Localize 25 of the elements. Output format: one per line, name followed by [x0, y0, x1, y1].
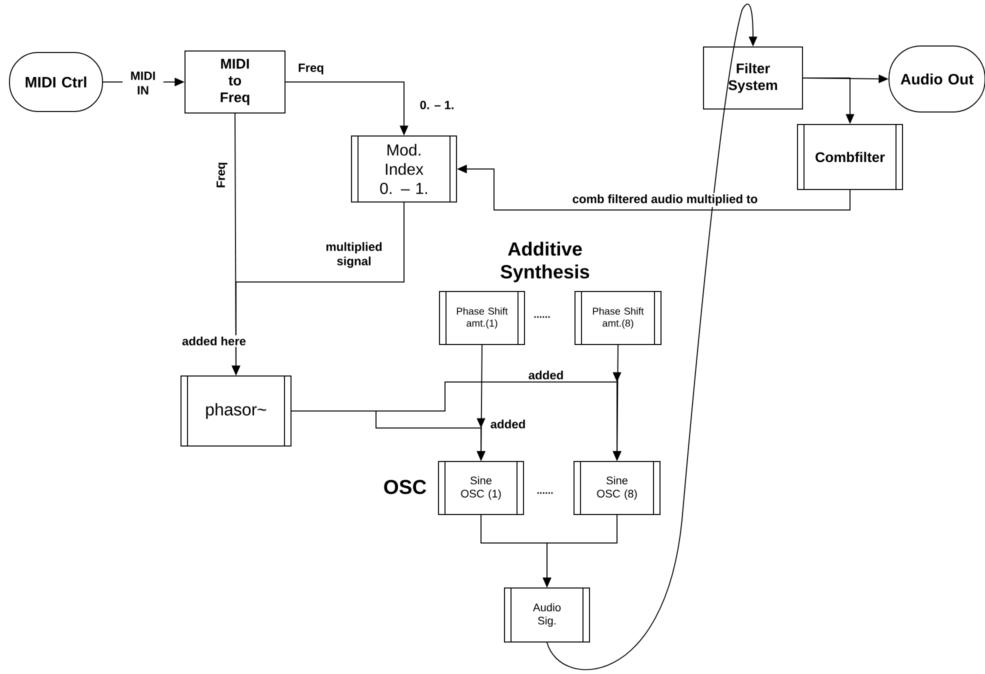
- edge-label: added: [488, 418, 528, 430]
- ellipsis-label: ......: [534, 316, 550, 318]
- subroutine-box: Mod. Index 0. – 1.: [351, 135, 457, 203]
- terminal-box: Audio Out: [888, 46, 985, 112]
- subroutine-box: Audio Sig.: [504, 587, 590, 643]
- edge-label: multiplied signal: [316, 240, 392, 270]
- section-heading: Additive Synthesis: [500, 242, 590, 282]
- process-box: Filter System: [703, 46, 803, 110]
- subroutine-box: Sine OSC (8): [574, 460, 660, 516]
- terminal-box: MIDI Ctrl: [9, 52, 103, 112]
- process-box: MIDI to Freq: [184, 50, 286, 114]
- edge-label: Freq: [296, 62, 326, 76]
- edge-label: Freq: [215, 160, 229, 190]
- subroutine-box: Phase Shift amt.(1): [439, 290, 525, 346]
- subroutine-box: Combfilter: [797, 124, 903, 190]
- arrow: [546, 4, 758, 670]
- annotation: 0. – 1.: [420, 100, 454, 110]
- edge-label: MIDI IN: [122, 70, 164, 96]
- edge-label: added: [526, 369, 566, 381]
- subroutine-box: Phase Shift amt.(8): [574, 290, 662, 346]
- ellipsis-label: ......: [537, 492, 553, 494]
- subroutine-box: Sine OSC (1): [438, 460, 524, 516]
- annotation: added here: [180, 335, 248, 347]
- edge-label: comb filtered audio multiplied to: [570, 193, 760, 207]
- subroutine-box: phasor~: [180, 375, 292, 447]
